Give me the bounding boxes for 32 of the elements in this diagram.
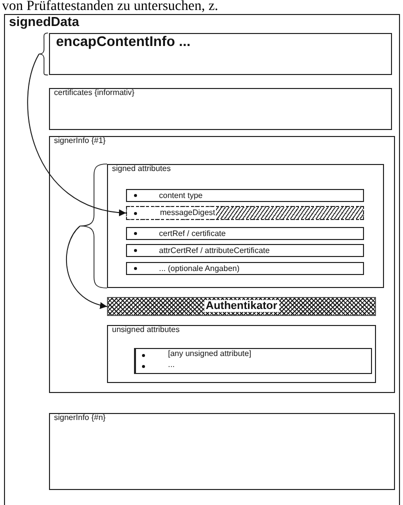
attribute-row [126, 262, 364, 275]
attribute-text: messageDigest [160, 207, 216, 219]
attribute-text: content type [159, 192, 203, 200]
heading-text: encapContentInfo ... [56, 34, 191, 50]
attribute-text: ... [168, 361, 175, 370]
container-box [4, 14, 400, 505]
crosshatched-bar [107, 297, 376, 316]
heading-text: unsigned attributes [112, 326, 180, 335]
content-box [49, 413, 395, 490]
heading-text: signerInfo {#1} [54, 137, 106, 146]
attribute-row [126, 244, 364, 257]
heading-text: signedData [9, 15, 80, 30]
content-box [49, 136, 395, 393]
content-box [49, 88, 392, 130]
attributes-box [107, 164, 384, 288]
heading-text: signed attributes [112, 165, 171, 174]
curved-arrow [27, 54, 126, 216]
attribute-text: certRef / certificate [159, 230, 226, 238]
cut-off-text-line: von Prüfattestanden zu untersuchen, z. [2, 0, 218, 15]
attribute-text: attrCertRef / attributeCertificate [159, 246, 270, 256]
attributes-box [107, 325, 376, 383]
content-box [49, 33, 392, 75]
bar-label: Authentikator [204, 300, 280, 312]
attribute-text: [any unsigned attribute] [168, 350, 252, 359]
attribute-row [126, 189, 364, 202]
attribute-row [126, 227, 364, 240]
hatched-attribute-row [126, 206, 364, 220]
attribute-list-box [134, 348, 372, 374]
attribute-text: ... (optionale Angaben) [159, 264, 240, 274]
heading-text: certificates {informativ} [54, 89, 134, 98]
heading-text: signerInfo {#n} [54, 414, 106, 423]
curved-arrow [66, 226, 108, 308]
